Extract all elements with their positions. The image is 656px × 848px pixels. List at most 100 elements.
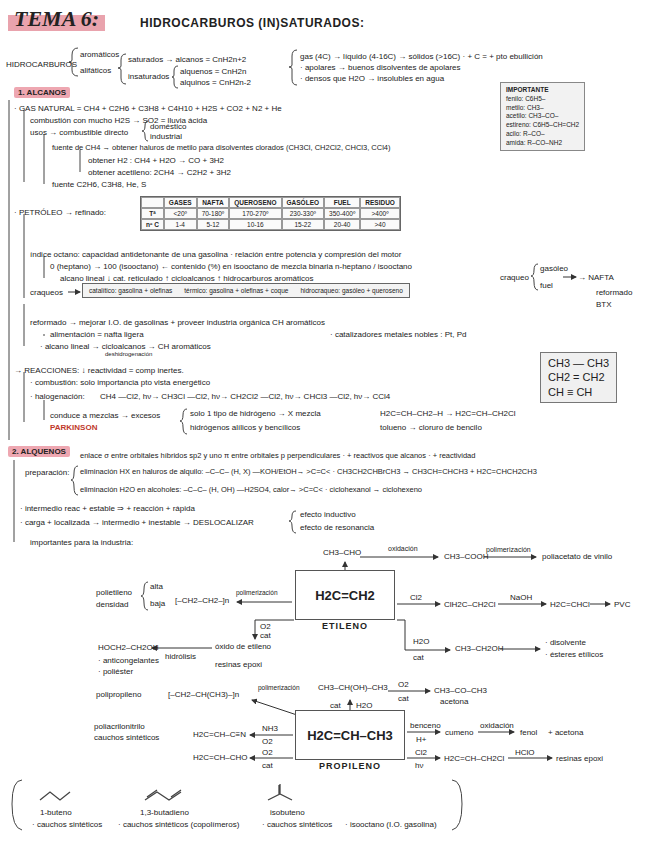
process-box: catalítico: gasolina + olefinastérmico: … (82, 283, 410, 298)
note-text: hidrólisis (165, 652, 196, 661)
note-text: · PETRÓLEO → refinado: (14, 208, 106, 217)
note-text: óxido de etileno (215, 642, 271, 651)
note-text: industrial (150, 132, 182, 141)
note-text: H2C=CH–CH2–H → H2C=CH–CH2Cl (380, 409, 516, 418)
note-text: cat (413, 653, 424, 662)
note-text: isobuteno (270, 808, 305, 817)
table-cell: 230-330º (282, 208, 325, 219)
note-text: aromáticos (80, 50, 119, 59)
note-text: poliacetato de vinilo (542, 552, 612, 561)
note-text: fuente C2H6, C3H8, He, S (52, 180, 146, 189)
note-text: alta (150, 582, 163, 591)
note-text: H2O (413, 637, 429, 646)
note-text: obtener acetileno: 2CH4 → C2H2 + 3H2 (88, 168, 231, 177)
note-text: · intermedio reac + estable ⇒ + reacción… (20, 504, 195, 513)
note-text: → REACCIONES: ↓ reactividad = comp inert… (14, 366, 184, 375)
note-text: HClO (515, 748, 535, 757)
title-band: TEMA 6: (8, 6, 105, 32)
note-text: · combustión: solo importancia pto vista… (30, 378, 210, 387)
note-text: hidrógenos alílicos y bencílicos (190, 423, 300, 432)
note-text: CH3–CH(OH)–CH3 (318, 683, 388, 692)
note-text: fuente de CH4 → obtener haluros de metil… (52, 144, 390, 153)
node-text: PROPILENO (296, 761, 404, 771)
node-text: 2. ALQUENOS (12, 447, 66, 456)
node-text: CH2 = CH2 (548, 370, 609, 384)
note-text: cat (330, 701, 341, 710)
note-text: · alcano lineal → cicloalcanos → CH arom… (40, 342, 211, 351)
note-text: HIDROCARBUROS (6, 60, 77, 69)
note-text: + acetona (548, 728, 583, 737)
note-text: fuel (540, 281, 553, 290)
note-text: acetona (440, 697, 468, 706)
note-text: fenol (520, 728, 537, 737)
table-cell: <20º (164, 208, 197, 219)
node-text: metilo: CH3– (506, 104, 579, 113)
note-text: índice octano: capacidad antidetonante d… (30, 250, 401, 259)
note-text: baja (150, 599, 165, 608)
note-text: BTX (596, 300, 612, 309)
note-text: polipropileno (96, 690, 141, 699)
note-text: · cauchos sintéticos (copolímeros) (118, 820, 239, 829)
note-text: NH3 (262, 724, 278, 733)
note-text: · carga + localizada → intermedio + ines… (20, 518, 254, 527)
note-text: cauchos sintéticos (94, 733, 159, 742)
note-text: alquenos = CnH2n (180, 67, 247, 76)
node-text: 1. ALCANOS (18, 88, 66, 97)
note-text: gasóleo (540, 264, 568, 273)
note-text: benceno (410, 721, 441, 730)
node-text: TEMA 6: (14, 6, 99, 32)
table-cell: GASES (164, 197, 197, 208)
note-text: · apolares → buenos disolventes de apola… (300, 63, 461, 72)
note-text: · anticongelantes (98, 656, 159, 665)
note-text: cat (260, 631, 271, 640)
formula-box: CH3 — CH3CH2 = CH2CH ≡ CH (540, 352, 617, 403)
note-text: preparación: (25, 468, 69, 477)
note-text: Cl2 (410, 593, 422, 602)
note-text: H+ (416, 735, 426, 744)
note-text: HOCH2–CH2OH (98, 643, 158, 652)
note-text: saturados → alcanos = CnH2n+2 (128, 55, 246, 64)
note-text: oxidación (480, 721, 514, 730)
note-text: [–CH2–CH2–]n (175, 596, 229, 605)
note-text: · cauchos sintéticos (262, 820, 332, 829)
table-cell: 70-180º (197, 208, 230, 219)
note-text: cat (262, 761, 273, 770)
note-text: NaOH (510, 593, 532, 602)
node-text: térmico: gasolina + olefinas + coque (184, 287, 288, 294)
note-text: poliacrilonitrilo (94, 722, 145, 731)
note-text: · cauchos sintéticos (32, 820, 102, 829)
molecule-box: H2C=CH–CH3PROPILENO (295, 710, 405, 760)
data-table: GASESNAFTAQUEROSENOGASÓLEOFUELRESIDUOTª<… (140, 196, 401, 231)
note-text: alifáticos (80, 66, 111, 75)
note-text: 1-buteno (40, 808, 72, 817)
node-text: CH ≡ CH (548, 385, 609, 399)
note-text: 1,3-butadieno (140, 808, 189, 817)
note-text: efecto de resonancia (300, 523, 374, 532)
page-title: HIDROCARBUROS (IN)SATURADOS: (140, 16, 364, 30)
note-text: insaturados (128, 72, 169, 81)
table-cell: RESIDUO (360, 197, 400, 208)
table-cell: >400º (360, 208, 400, 219)
note-text: O2 (398, 680, 409, 689)
table-cell: 20-40 (324, 219, 360, 230)
note-text: CH3–CO–CH3 (434, 686, 487, 695)
node-text: ETILENO (296, 621, 394, 631)
note-text: cumeno (445, 728, 473, 737)
table-cell: GASÓLEO (282, 197, 325, 208)
note-text: tolueno → cloruro de bencilo (380, 423, 482, 432)
note-text: ClH2C–CH2Cl (444, 600, 496, 609)
node-text: H2C=CH2 (315, 588, 375, 603)
note-text: H2O (356, 701, 372, 710)
table-cell: 350-400º (324, 208, 360, 219)
node-text: fenilo: C6H5– (506, 95, 579, 104)
note-text: · halogenación: (30, 392, 85, 401)
node-text: estireno: C6H5–CH=CH2 (506, 121, 579, 130)
note-text: CH4 —Cl2, hν→ CH3Cl —Cl2, hν→ CH2Cl2 —Cl… (100, 392, 390, 401)
note-text: CH3–CH2OH (455, 644, 503, 653)
note-text: H2C=CH–CH2Cl (444, 754, 504, 763)
note-text: polietileno (96, 588, 132, 597)
note-text: resinas epoxi (556, 754, 603, 763)
node-text: acilo: R–CO– (506, 130, 579, 139)
note-text: → NAFTA (578, 273, 614, 282)
node-text: CH3 — CH3 (548, 356, 609, 370)
